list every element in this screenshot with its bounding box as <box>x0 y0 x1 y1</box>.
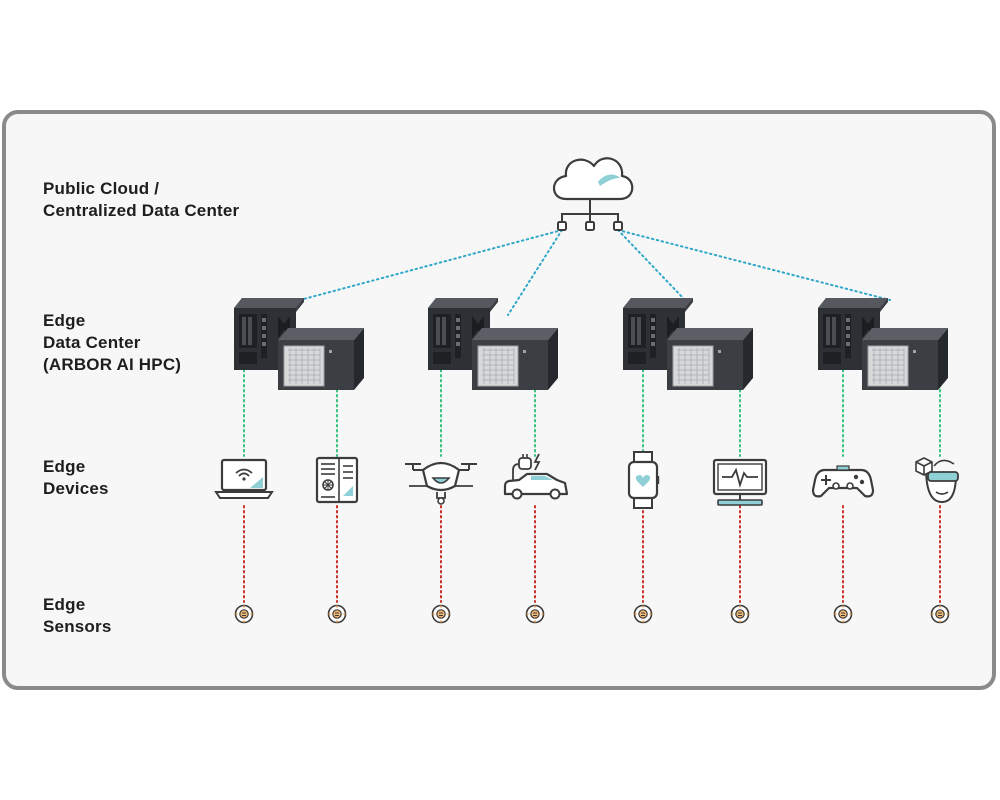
diagram-panel <box>2 110 996 690</box>
sensor-icon-drone <box>431 604 451 624</box>
tier-label-devices: Edge Devices <box>43 456 109 500</box>
tier-label-cloud-line-1: Public Cloud / <box>43 179 160 198</box>
sensor-icon-laptop <box>234 604 254 624</box>
cloud-link-1 <box>299 229 563 301</box>
sensor-icon-monitor <box>730 604 750 624</box>
electric-car-icon <box>503 453 569 500</box>
tier-label-datacenter-line-1: Edge <box>43 311 86 330</box>
tier-label-datacenter-line-2: Data Center <box>43 333 141 352</box>
tier-label-sensors-line-2: Sensors <box>43 617 112 636</box>
tier-label-sensors: Edge Sensors <box>43 594 112 638</box>
industrial-machine-icon <box>315 456 359 504</box>
sensor-icon-machine <box>327 604 347 624</box>
arbor-ai-hpc-server-2 <box>427 297 559 391</box>
tier-label-datacenter: Edge Data Center (ARBOR AI HPC) <box>43 310 181 376</box>
sensor-icon-vr <box>930 604 950 624</box>
arbor-ai-hpc-server-4 <box>817 297 949 391</box>
tier-label-datacenter-line-3: (ARBOR AI HPC) <box>43 355 182 374</box>
cloud-network-icon <box>552 157 634 231</box>
smartwatch-icon <box>627 451 660 509</box>
sensor-icon-gamepad <box>833 604 853 624</box>
cloud-link-3 <box>617 229 686 301</box>
cloud-link-4 <box>617 229 891 301</box>
arbor-ai-hpc-server-1 <box>233 297 365 391</box>
sensor-icon-watch <box>633 604 653 624</box>
tier-label-sensors-line-1: Edge <box>43 595 86 614</box>
gamepad-icon <box>811 465 875 498</box>
laptop-wifi-icon <box>214 458 274 499</box>
tier-label-cloud-line-2: Centralized Data Center <box>43 201 240 220</box>
health-monitor-icon <box>712 458 768 506</box>
tier-label-cloud: Public Cloud / Centralized Data Center <box>43 178 239 222</box>
cloud-link-2 <box>507 229 563 316</box>
vr-headset-icon <box>915 457 959 504</box>
tier-label-devices-line-2: Devices <box>43 479 109 498</box>
tier-label-devices-line-1: Edge <box>43 457 86 476</box>
drone-icon <box>405 461 477 505</box>
sensor-icon-ev <box>525 604 545 624</box>
